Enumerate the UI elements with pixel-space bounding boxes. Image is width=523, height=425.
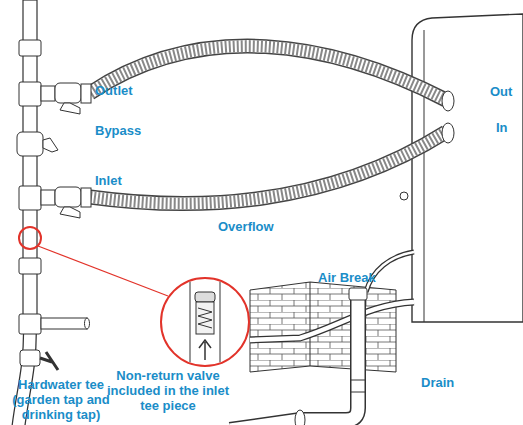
trap-nut xyxy=(351,380,365,392)
flow-arrow xyxy=(199,340,211,360)
part-label: Overflow xyxy=(218,219,298,234)
pipe-coupling xyxy=(19,40,41,56)
inlet-hose xyxy=(90,132,446,203)
hose-body xyxy=(90,46,446,100)
tee-branch xyxy=(41,190,55,205)
valve-handle xyxy=(60,207,80,218)
part-label: Hardwater tee (garden tap and drinking t… xyxy=(0,377,122,422)
inlet-tee xyxy=(19,186,41,210)
part-label: In xyxy=(496,120,523,135)
detail-marker xyxy=(19,227,41,249)
bypass-valve xyxy=(17,132,43,156)
hose-outline xyxy=(90,132,446,203)
hardwater-tee xyxy=(19,314,41,334)
hose-nut xyxy=(81,188,91,207)
detail-circle xyxy=(161,278,249,366)
outlet-hose xyxy=(90,46,446,100)
valve-body xyxy=(196,302,214,334)
hose-body xyxy=(90,132,446,203)
pipe-end xyxy=(85,318,90,329)
softener-cabinet xyxy=(412,14,523,322)
part-label: Out xyxy=(490,84,523,99)
tee-branch xyxy=(41,86,55,101)
part-label: Air Break xyxy=(318,270,398,285)
hose-nut xyxy=(81,84,91,103)
cabinet-fitting xyxy=(400,192,408,200)
hose-braid xyxy=(90,46,446,100)
wall-corner xyxy=(310,282,311,366)
ball-valve xyxy=(55,83,81,103)
outlet-tee xyxy=(19,82,41,106)
cabinet-edge xyxy=(424,30,425,322)
ball-valve xyxy=(55,187,81,207)
hose-port xyxy=(442,123,454,143)
part-label: Bypass xyxy=(95,123,165,138)
valve-spring xyxy=(198,308,212,328)
part-label: Drain xyxy=(421,375,481,390)
hose-port xyxy=(442,91,454,111)
part-label: Inlet xyxy=(95,173,165,188)
pipe-coupling xyxy=(19,258,41,274)
tap-handle xyxy=(40,352,58,370)
detail-leader xyxy=(38,246,168,296)
hose-outline xyxy=(90,46,446,100)
overflow-pipe-inner xyxy=(250,302,414,340)
detail-pipe xyxy=(190,270,220,380)
valve-handle xyxy=(43,138,58,152)
part-label: Outlet xyxy=(95,83,165,98)
valve-detail xyxy=(160,270,250,380)
valve-cap xyxy=(195,292,215,302)
trap-coupling xyxy=(295,410,305,425)
stop-tap xyxy=(20,350,40,366)
overflow-pipe xyxy=(250,302,414,340)
valve-handle xyxy=(60,103,80,114)
part-label: Non-return valve included in the inlet t… xyxy=(100,368,236,413)
air-break-fitting xyxy=(349,288,367,300)
tee-branch xyxy=(41,318,87,329)
hose-braid xyxy=(90,132,446,203)
